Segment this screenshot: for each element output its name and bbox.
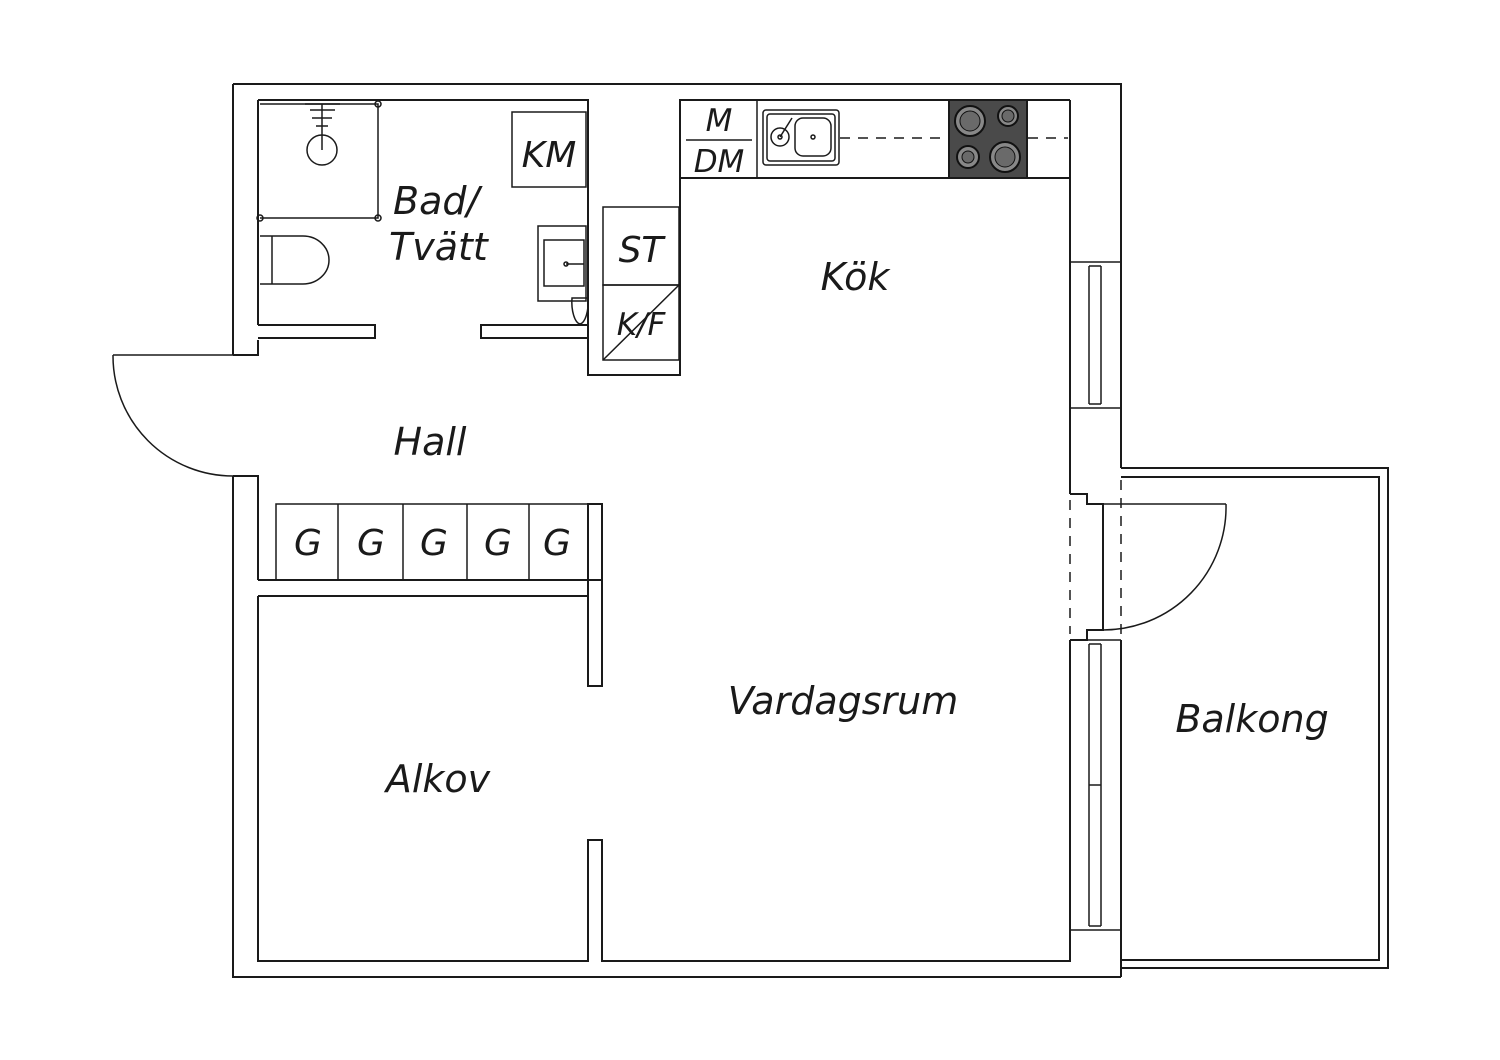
shower — [256, 100, 382, 222]
bathroom-walls — [258, 99, 1070, 376]
wardrobe-label: G — [420, 523, 448, 564]
entrance-door — [112, 354, 234, 477]
washing-machine: KM — [511, 111, 587, 188]
balcony-door — [1069, 480, 1227, 641]
kitchen-label: Kök — [821, 255, 892, 299]
toilet — [260, 235, 330, 285]
tall-cabinets: ST K/F — [602, 206, 680, 361]
fridge-freezer-label: K/F — [617, 307, 667, 343]
washing-machine-label: KM — [522, 135, 577, 176]
wardrobe-label: G — [543, 523, 571, 564]
bathroom-label-line2: Tvätt — [389, 225, 490, 269]
hall-label: Hall — [394, 420, 467, 464]
living-room-window — [1070, 639, 1122, 977]
balcony — [1121, 467, 1389, 969]
outer-walls — [232, 83, 1122, 978]
kitchen-sink — [762, 109, 840, 166]
living-room-label: Vardagsrum — [728, 679, 959, 723]
storage-cabinet-label: ST — [619, 230, 667, 271]
bathroom-label-line1: Bad/ — [393, 179, 483, 223]
wardrobe-label: G — [294, 523, 322, 564]
microwave-label: M — [706, 103, 733, 139]
wardrobe-label: G — [357, 523, 385, 564]
alcove-label: Alkov — [383, 757, 491, 801]
wardrobe-label: G — [484, 523, 512, 564]
dishwasher-label: DM — [694, 144, 745, 180]
balcony-label: Balkong — [1175, 697, 1328, 741]
kitchen-window — [1070, 261, 1121, 409]
stove — [948, 99, 1028, 179]
bathroom-sink — [537, 225, 589, 325]
wardrobes: G G G G G — [258, 503, 603, 687]
